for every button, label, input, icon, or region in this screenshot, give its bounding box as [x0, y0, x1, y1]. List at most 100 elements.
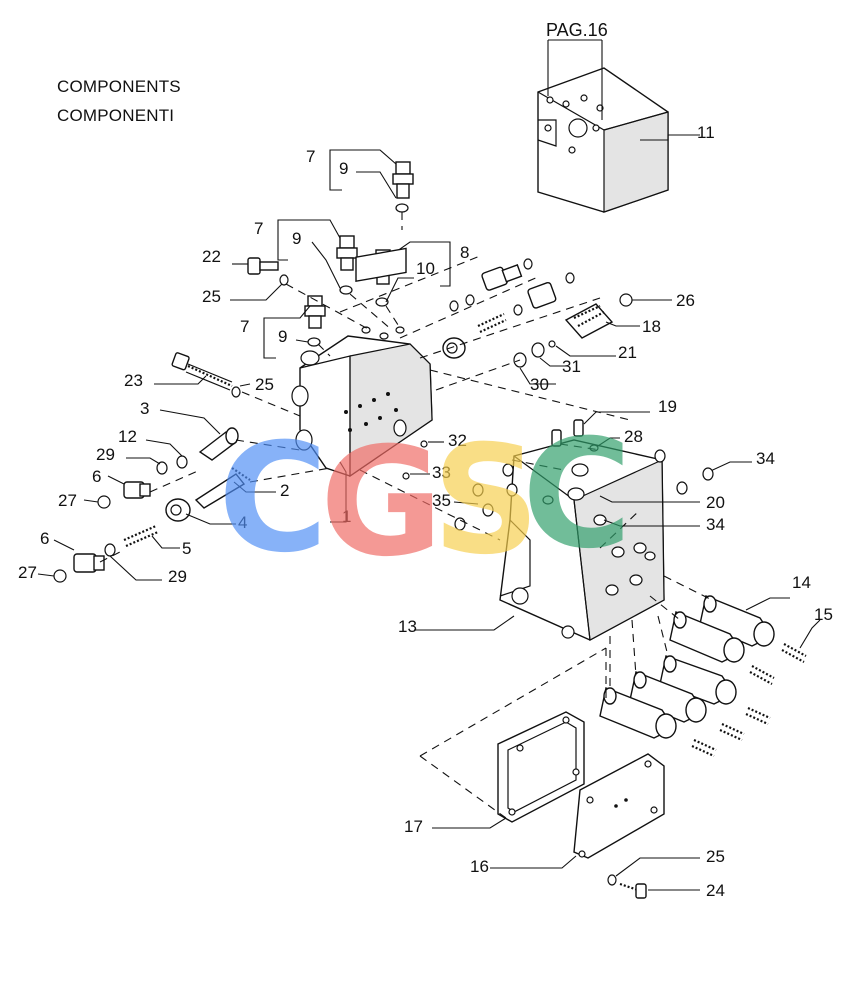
part-14-piston-2	[669, 611, 745, 663]
part-12-ring	[176, 455, 188, 469]
watermark-letter-2: G	[320, 416, 443, 590]
part-27-snap-ring-upper	[97, 495, 111, 509]
part-32-ball	[420, 440, 428, 448]
callout-9-lower: 9	[278, 327, 287, 346]
part-2-spool-stem	[194, 467, 251, 509]
part-24-screw	[619, 882, 647, 899]
callout-26: 26	[676, 291, 695, 310]
callout-9-top: 9	[339, 159, 348, 178]
assembly-lines	[99, 255, 713, 819]
title-italian: COMPONENTI	[57, 106, 175, 125]
watermark-logo: C G S C	[218, 408, 632, 590]
callout-2: 2	[280, 481, 289, 500]
callout-35: 35	[432, 491, 451, 510]
callout-29-lower: 29	[168, 567, 187, 586]
page-reference-label: PAG.16	[546, 20, 608, 40]
part-11-cover-block	[537, 67, 669, 213]
part-17-gasket	[497, 711, 585, 823]
oring-small-3	[513, 304, 523, 316]
oring-small-2	[465, 294, 475, 306]
part-14-piston-4	[629, 671, 707, 723]
part-26-ring	[619, 293, 633, 307]
watermark-letter-4: C	[522, 408, 632, 582]
callout-14: 14	[792, 573, 811, 592]
callout-23: 23	[124, 371, 143, 390]
callout-28: 28	[624, 427, 643, 446]
callout-7-lower: 7	[240, 317, 249, 336]
callout-29-upper: 29	[96, 445, 115, 464]
part-7-fitting-top	[392, 161, 414, 213]
part-spring-upper	[477, 313, 507, 333]
part-35-oring-a	[472, 483, 484, 497]
part-cap-left	[442, 337, 466, 359]
part-14-piston-1	[699, 595, 775, 647]
callout-5: 5	[182, 539, 191, 558]
part-29-oring-lower	[104, 543, 116, 557]
callout-18: 18	[642, 317, 661, 336]
callout-25-lower: 25	[706, 847, 725, 866]
part-18-relief-cartridge	[564, 303, 614, 339]
part-cartridge-middle	[527, 272, 575, 309]
part-25-washer-upper	[279, 274, 289, 286]
callout-6-upper: 6	[92, 467, 101, 486]
part-7-fitting-middle	[336, 235, 358, 295]
part-25-washer-left	[231, 386, 241, 398]
part-27-snap-ring-lower	[53, 569, 67, 583]
part-5-spring	[123, 524, 159, 548]
part-34-oring-upper	[654, 449, 666, 463]
part-33-ball	[402, 472, 410, 480]
part-cartridge-upper	[481, 258, 533, 291]
callout-8: 8	[460, 243, 469, 262]
part-6-plug-upper	[123, 481, 151, 499]
part-34-oring-mid	[676, 481, 688, 495]
callout-30: 30	[530, 375, 549, 394]
part-4-end-cap	[165, 498, 191, 522]
callout-22: 22	[202, 247, 221, 266]
part-35-oring-b	[482, 503, 494, 517]
part-34-oring-right	[702, 467, 714, 481]
callout-33: 33	[432, 463, 451, 482]
callout-17: 17	[404, 817, 423, 836]
part-30-oring-b	[531, 342, 545, 358]
callout-32: 32	[448, 431, 467, 450]
part-35-oring-d	[506, 483, 518, 497]
callout-27-lower: 27	[18, 563, 37, 582]
callout-25-left: 25	[255, 375, 274, 394]
callout-6-lower: 6	[40, 529, 49, 548]
part-23-long-bolt	[171, 352, 233, 391]
part-19-pins	[551, 419, 584, 447]
part-7-fitting-lower	[304, 295, 326, 347]
callout-34-lower: 34	[706, 515, 725, 534]
part-31-ball	[548, 340, 556, 348]
part-29-oring-upper	[156, 461, 168, 475]
part-3-valve-spool	[198, 427, 239, 461]
callout-7-middle: 7	[254, 219, 263, 238]
title-english: COMPONENTS	[57, 77, 181, 96]
callout-4: 4	[238, 513, 247, 532]
part-1-valve-body	[291, 247, 433, 478]
callout-9-middle: 9	[292, 229, 301, 248]
callout-31: 31	[562, 357, 581, 376]
oring-small-1	[449, 300, 459, 312]
part-25-washer-lower	[607, 874, 617, 886]
watermark-letter-1: C	[218, 412, 328, 586]
callout-16: 16	[470, 857, 489, 876]
callout-11: 11	[697, 123, 715, 142]
callout-1: 1	[342, 507, 351, 526]
callout-34-upper: 34	[756, 449, 775, 468]
callout-10: 10	[416, 259, 435, 278]
part-15-springs	[691, 643, 807, 758]
callout-27-upper: 27	[58, 491, 77, 510]
callout-20: 20	[706, 493, 725, 512]
callout-24: 24	[706, 881, 725, 900]
callout-12: 12	[118, 427, 137, 446]
callout-15: 15	[814, 605, 833, 624]
callout-21: 21	[618, 343, 637, 362]
callout-13: 13	[398, 617, 417, 636]
part-35-oring-e	[502, 463, 514, 477]
part-13-distributor-body	[499, 439, 665, 641]
part-16-cover-plate	[573, 753, 665, 859]
callout-3: 3	[140, 399, 149, 418]
part-14-piston-3	[659, 655, 737, 705]
